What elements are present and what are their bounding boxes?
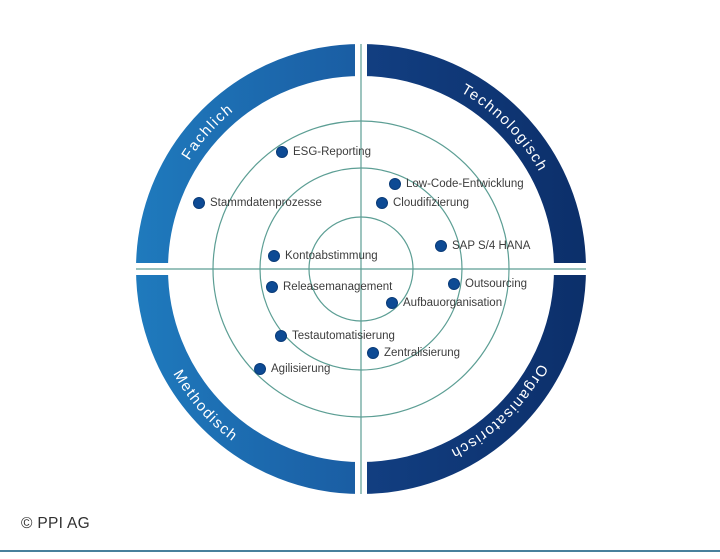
- radar-point: ESG-Reporting: [276, 146, 371, 158]
- point-dot: [435, 240, 447, 252]
- point-dot: [193, 197, 205, 209]
- point-label: Agilisierung: [271, 363, 330, 375]
- point-dot: [268, 250, 280, 262]
- ring-segment-methodisch: [136, 268, 362, 494]
- quadrant-label-technologisch: Technologisch: [458, 81, 549, 175]
- radar-grid: [136, 44, 586, 494]
- point-dot: [376, 197, 388, 209]
- point-label: Aufbauorganisation: [403, 297, 502, 309]
- point-dot: [367, 347, 379, 359]
- radar-point: Low-Code-Entwicklung: [389, 178, 524, 190]
- point-dot: [275, 330, 287, 342]
- point-label: Outsourcing: [465, 278, 527, 290]
- footer-divider: [0, 550, 720, 552]
- point-label: Zentralisierung: [384, 347, 460, 359]
- quadrant-labels: Fachlich Technologisch Methodisch Organi…: [170, 81, 551, 462]
- point-label: Stammdatenprozesse: [210, 197, 322, 209]
- quadrant-label-methodisch: Methodisch: [170, 367, 240, 445]
- radar-point: Stammdatenprozesse: [193, 197, 322, 209]
- point-dot: [276, 146, 288, 158]
- point-label: Testautomatisierung: [292, 330, 395, 342]
- copyright-text: © PPI AG: [21, 515, 90, 532]
- grid-circle-middle: [259, 167, 463, 371]
- point-label: Kontoabstimmung: [285, 250, 378, 262]
- outer-ring: [136, 44, 586, 494]
- point-dot: [389, 178, 401, 190]
- point-dot: [386, 297, 398, 309]
- point-label: ESG-Reporting: [293, 146, 371, 158]
- point-dot: [254, 363, 266, 375]
- ring-segment-technologisch: [360, 44, 586, 270]
- radar-point: Aufbauorganisation: [386, 297, 502, 309]
- radar-point: Kontoabstimmung: [268, 250, 378, 262]
- point-label: Low-Code-Entwicklung: [406, 178, 524, 190]
- radar-point: Outsourcing: [448, 278, 527, 290]
- point-dot: [448, 278, 460, 290]
- radar-points: ESG-ReportingStammdatenprozesseKontoabst…: [193, 146, 531, 375]
- radar-point: Cloudifizierung: [376, 197, 469, 209]
- radar-point: SAP S/4 HANA: [435, 240, 531, 252]
- point-label: Cloudifizierung: [393, 197, 469, 209]
- svg-text:Technologisch: Technologisch: [458, 81, 551, 175]
- radar-point: Testautomatisierung: [275, 330, 395, 342]
- point-label: SAP S/4 HANA: [452, 240, 531, 252]
- point-label: Releasemanagement: [283, 281, 393, 293]
- ring-segment-fachlich: [136, 44, 362, 270]
- radar-point: Agilisierung: [254, 363, 330, 375]
- point-dot: [266, 281, 278, 293]
- grid-circle-inner: [308, 216, 414, 322]
- ring-segment-organisatorisch: [360, 268, 586, 494]
- grid-circle-outer: [212, 120, 510, 418]
- svg-text:Methodisch: Methodisch: [170, 367, 242, 445]
- radar-point: Zentralisierung: [367, 347, 460, 359]
- radar-point: Releasemanagement: [266, 281, 393, 293]
